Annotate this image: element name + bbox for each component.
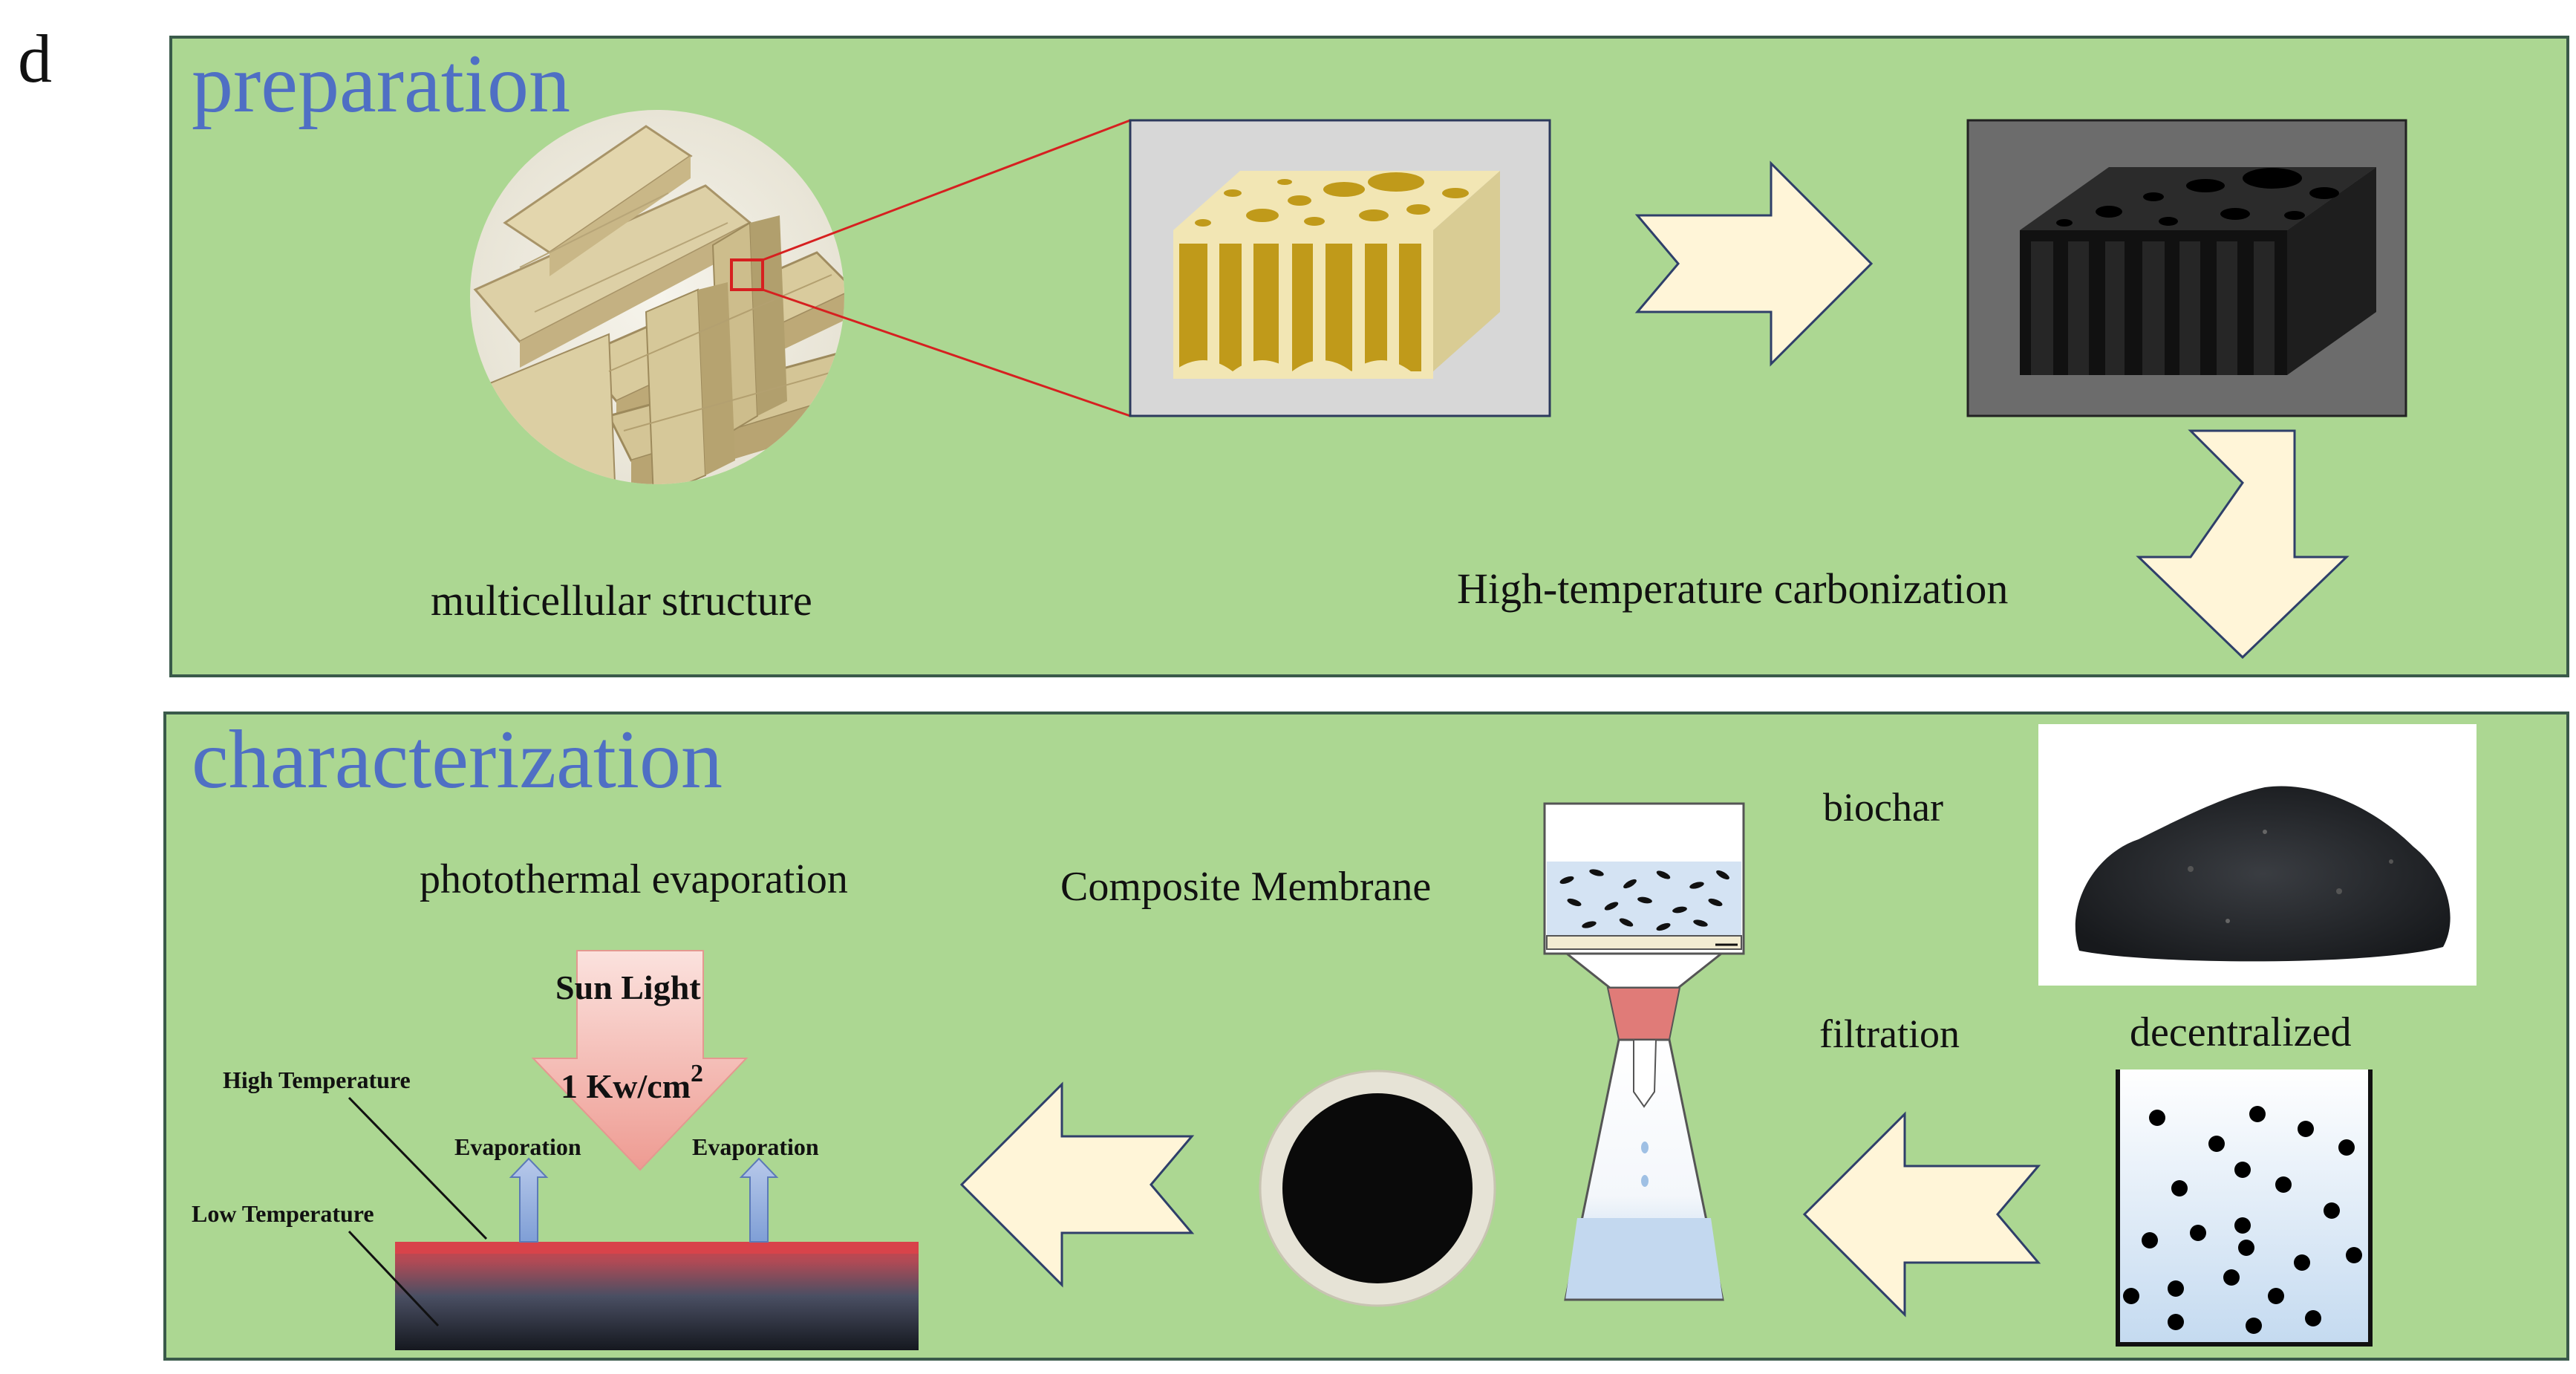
porous-block <box>1129 119 1551 417</box>
evaporation-arrows <box>509 1157 779 1243</box>
sun-light-label: Sun Light <box>555 968 701 1006</box>
left-arrow-1 <box>1802 1111 2041 1318</box>
decentralized-label: decentralized <box>2130 1009 2351 1055</box>
high-temperature-pointer <box>348 1096 488 1240</box>
vacuum-filtration-flask <box>1543 802 1745 1301</box>
caption-carbonization: High-temperature carbonization <box>1457 564 2008 613</box>
caption-multicellular: multicellular structure <box>431 576 812 625</box>
photothermal-title: photothermal evaporation <box>420 856 848 902</box>
low-temperature-label: Low Temperature <box>192 1200 374 1227</box>
left-arrow-2 <box>959 1081 1195 1288</box>
right-arrow <box>1634 160 1874 367</box>
bamboo-wood-photo <box>470 110 844 484</box>
filtration-label: filtration <box>1819 1012 1960 1056</box>
panel-letter: d <box>18 21 52 97</box>
membrane-disc <box>1259 1069 1496 1307</box>
characterization-heading: characterization <box>192 714 723 806</box>
evaporation-left-label: Evaporation <box>454 1133 581 1160</box>
intensity-superscript: 2 <box>691 1060 703 1087</box>
sun-light-arrow <box>531 950 749 1171</box>
composite-membrane-label: Composite Membrane <box>1060 864 1431 910</box>
carbonized-block <box>1966 119 2407 417</box>
dispersion-beaker <box>2116 1069 2373 1347</box>
low-temperature-pointer <box>348 1230 440 1327</box>
intensity-label: 1 Kw/cm2 <box>561 1060 703 1105</box>
down-arrow <box>2136 429 2350 660</box>
intensity-value: 1 Kw/cm <box>561 1067 691 1105</box>
biochar-label: biochar <box>1823 785 1943 830</box>
characterization-panel: characterization biochar <box>163 712 2569 1361</box>
zoom-indicator <box>730 119 1131 417</box>
preparation-heading: preparation <box>192 38 570 130</box>
evaporation-right-label: Evaporation <box>692 1133 819 1160</box>
evaporation-slab <box>395 1242 919 1350</box>
biochar-powder <box>2038 724 2476 986</box>
preparation-panel: preparation <box>169 36 2569 677</box>
high-temperature-label: High Temperature <box>223 1067 411 1093</box>
